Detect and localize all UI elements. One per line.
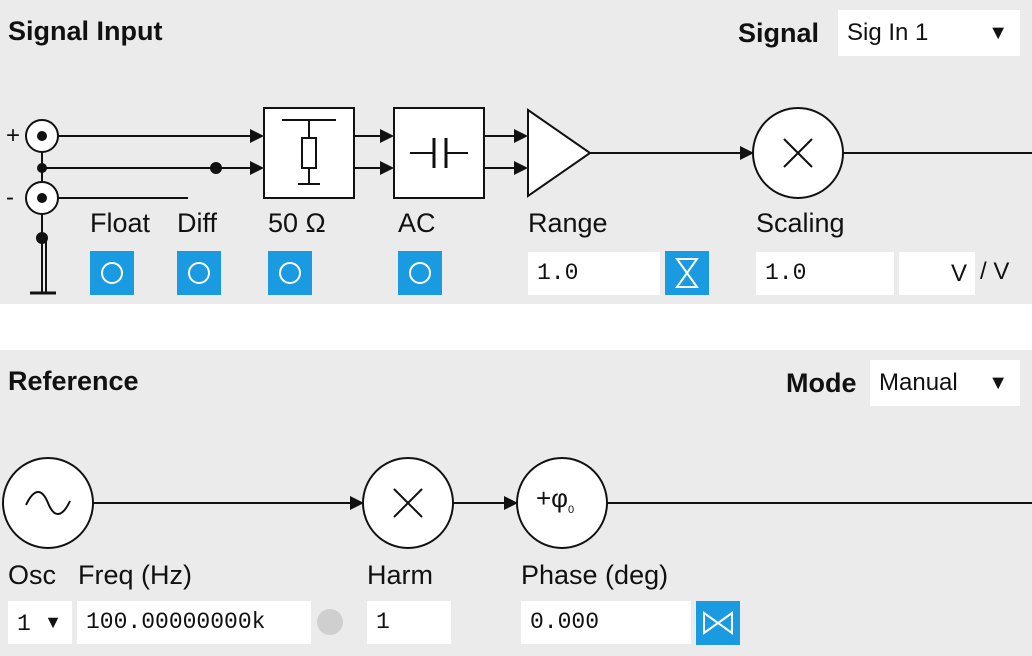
toggle-off-icon (279, 262, 301, 284)
amplifier-icon (527, 108, 592, 198)
scaling-label: Scaling (756, 208, 845, 238)
osc-select[interactable]: 1 ▼ (8, 601, 72, 644)
dropdown-arrow-icon: ▼ (988, 22, 1008, 44)
terminal-minus-label: - (6, 184, 14, 211)
toggle-off-icon (409, 262, 431, 284)
reference-block-diagram (2, 457, 1032, 549)
unit-suffix: / V (980, 258, 1010, 285)
toggle-off-icon (101, 262, 123, 284)
signal-select[interactable]: Sig In 1 ▼ (838, 10, 1020, 56)
harmonic-input[interactable]: 1 (367, 601, 451, 644)
range-input[interactable]: 1.0 (528, 252, 660, 295)
reference-title: Reference (8, 366, 139, 396)
phase-symbol: +φ0 (536, 483, 575, 517)
signal-input-panel: Signal Input Signal Sig In 1 ▼ + - Float… (0, 0, 1032, 304)
signal-input-block-diagram (25, 107, 1032, 295)
float-toggle[interactable] (90, 251, 134, 295)
mode-select-value: Manual (879, 369, 958, 396)
toggle-off-icon (188, 262, 210, 284)
osc-label: Osc (8, 560, 57, 590)
ac-toggle[interactable] (398, 251, 442, 295)
impedance-toggle[interactable] (268, 251, 312, 295)
ac-label: AC (398, 208, 436, 238)
auto-phase-icon (703, 611, 733, 635)
float-label: Float (90, 208, 151, 238)
reference-panel: +φ0 Reference Mode Manual ▼ Osc Freq (Hz… (0, 350, 1032, 656)
range-label: Range (528, 208, 608, 238)
status-led-icon (317, 609, 343, 635)
harm-label: Harm (367, 560, 433, 590)
freq-label: Freq (Hz) (78, 560, 192, 590)
mode-label: Mode (786, 368, 857, 398)
dropdown-arrow-icon: ▼ (988, 372, 1008, 394)
scaling-input[interactable]: 1.0 (756, 252, 894, 295)
auto-range-icon (675, 258, 699, 288)
impedance-label: 50 Ω (268, 208, 326, 238)
osc-select-value: 1 (17, 611, 31, 637)
dropdown-arrow-icon: ▼ (44, 612, 62, 632)
mode-select[interactable]: Manual ▼ (870, 360, 1020, 406)
signal-label: Signal (738, 18, 820, 48)
phase-input[interactable]: 0.000 (521, 601, 691, 644)
frequency-input[interactable]: 100.00000000k (77, 601, 311, 644)
phase-label: Phase (deg) (521, 560, 669, 590)
signal-input-title: Signal Input (8, 16, 163, 46)
signal-select-value: Sig In 1 (847, 19, 929, 46)
terminal-plus-label: + (6, 122, 21, 149)
diff-switch-node (210, 162, 222, 174)
ac-coupling-block (393, 107, 485, 199)
auto-range-button[interactable] (665, 251, 709, 295)
diff-toggle[interactable] (177, 251, 221, 295)
unit-input[interactable]: V (899, 252, 975, 295)
diff-label: Diff (177, 208, 218, 238)
auto-phase-button[interactable] (696, 601, 740, 645)
